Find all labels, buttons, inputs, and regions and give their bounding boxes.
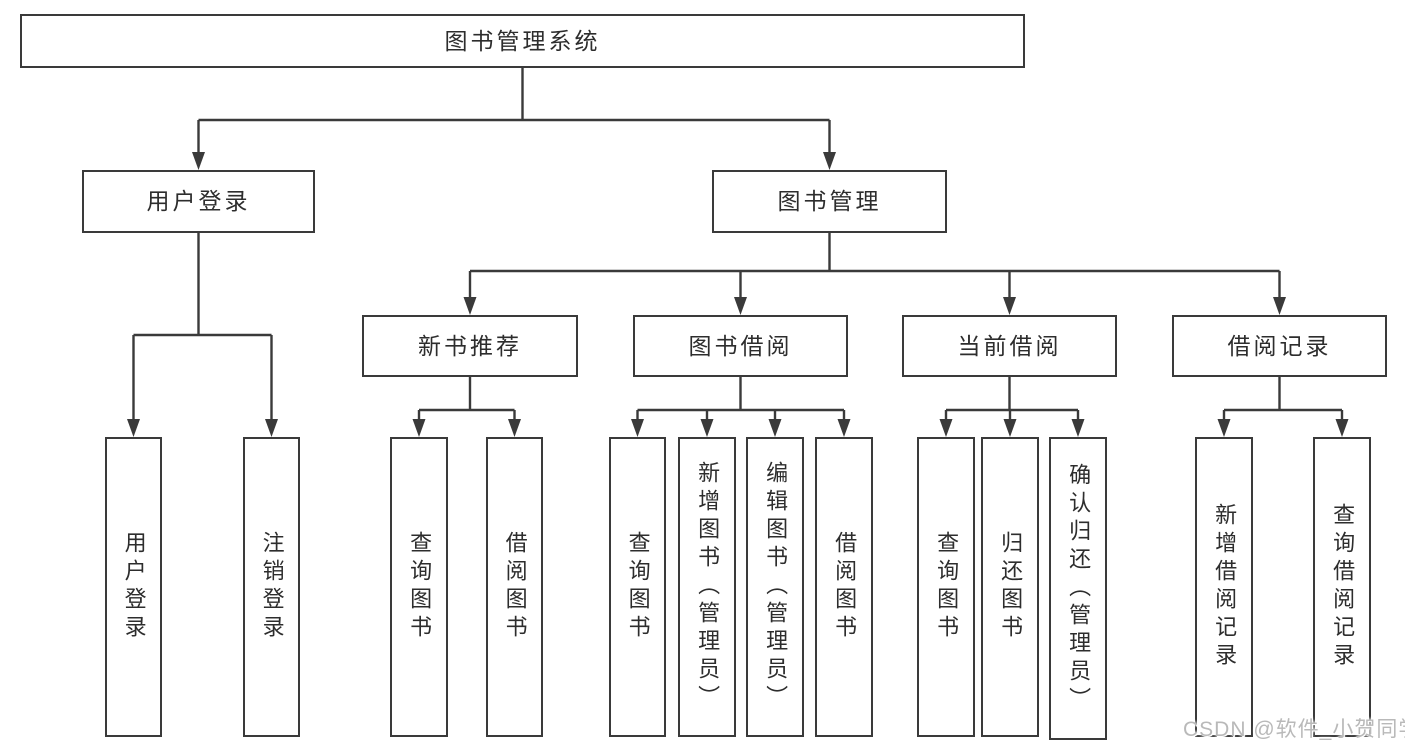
node-label: 新增图书（管理员） bbox=[695, 461, 721, 713]
node-label: 查询借阅记录 bbox=[1330, 503, 1356, 671]
diagram-node-leaf-newbook-query: 查询图书 bbox=[390, 437, 448, 737]
diagram-node-root: 图书管理系统 bbox=[20, 14, 1025, 68]
node-label: 借阅图书 bbox=[502, 531, 528, 643]
diagram-node-book-mgmt: 图书管理 bbox=[712, 170, 947, 233]
node-label: 当前借阅 bbox=[957, 332, 1062, 359]
diagram-node-user-login: 用户登录 bbox=[82, 170, 315, 233]
diagram-node-book-borrow: 图书借阅 bbox=[633, 315, 848, 377]
node-label: 用户登录 bbox=[146, 188, 251, 215]
csdn-watermark: CSDN @软件_小贺同学 bbox=[1183, 718, 1405, 741]
node-label: 编辑图书（管理员） bbox=[763, 461, 789, 713]
diagram-node-leaf-current-return: 归还图书 bbox=[981, 437, 1039, 737]
diagram-node-current-borrow: 当前借阅 bbox=[902, 315, 1117, 377]
node-label: 图书管理系统 bbox=[444, 27, 601, 54]
node-label: 用户登录 bbox=[121, 531, 147, 643]
node-label: 确认归还（管理员） bbox=[1066, 462, 1092, 715]
node-label: 归还图书 bbox=[998, 531, 1024, 643]
diagram-node-leaf-user-login: 用户登录 bbox=[105, 437, 162, 737]
diagram-node-leaf-newbook-borrow: 借阅图书 bbox=[486, 437, 543, 737]
diagram-node-leaf-current-query: 查询图书 bbox=[917, 437, 975, 737]
node-label: 图书借阅 bbox=[688, 332, 793, 359]
diagram-node-leaf-logout: 注销登录 bbox=[243, 437, 300, 737]
diagram-node-new-book: 新书推荐 bbox=[362, 315, 578, 377]
node-label: 查询图书 bbox=[407, 531, 433, 643]
diagram-node-leaf-borrow-borrow: 借阅图书 bbox=[815, 437, 873, 737]
node-label: 查询图书 bbox=[625, 531, 651, 643]
node-label: 借阅图书 bbox=[832, 531, 858, 643]
diagram-node-leaf-borrow-edit: 编辑图书（管理员） bbox=[746, 437, 804, 737]
diagram-node-leaf-record-query: 查询借阅记录 bbox=[1313, 437, 1371, 737]
node-label: 查询图书 bbox=[934, 531, 960, 643]
diagram-node-leaf-borrow-add: 新增图书（管理员） bbox=[678, 437, 736, 737]
diagram-node-leaf-record-add: 新增借阅记录 bbox=[1195, 437, 1253, 737]
node-label: 新书推荐 bbox=[418, 332, 522, 359]
node-label: 注销登录 bbox=[259, 531, 285, 643]
node-label: 图书管理 bbox=[777, 188, 882, 215]
diagram-node-leaf-current-confirm: 确认归还（管理员） bbox=[1049, 437, 1107, 740]
node-label: 借阅记录 bbox=[1227, 332, 1332, 359]
diagram-node-borrow-record: 借阅记录 bbox=[1172, 315, 1387, 377]
diagram-node-leaf-borrow-query: 查询图书 bbox=[609, 437, 666, 737]
node-label: 新增借阅记录 bbox=[1212, 503, 1238, 671]
